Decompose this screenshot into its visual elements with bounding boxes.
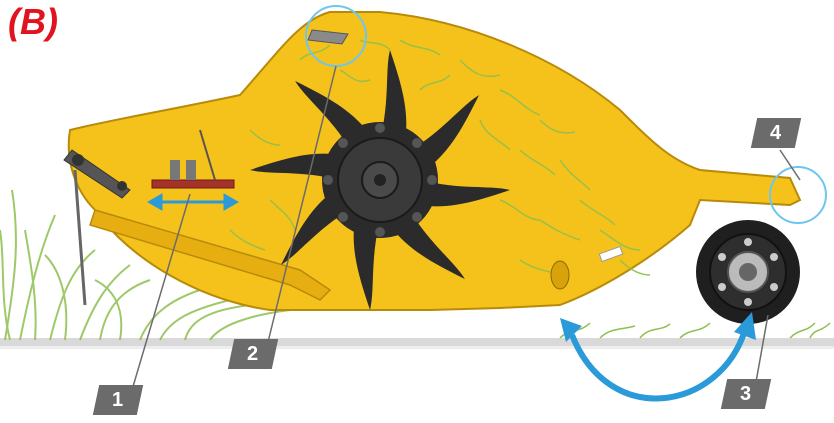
callout-4: 4 — [751, 118, 801, 148]
callout-1: 1 — [93, 385, 143, 415]
adjust-block-1 — [170, 160, 180, 180]
side-slot — [551, 261, 569, 289]
bracket-pivot — [72, 154, 84, 166]
callout-1-text: 1 — [112, 385, 123, 415]
callout-3: 3 — [721, 379, 771, 409]
rear-roller — [696, 220, 800, 324]
callout-4-text: 4 — [770, 118, 781, 148]
callout-3-text: 3 — [740, 379, 751, 409]
adjust-block-2 — [186, 160, 196, 180]
grass-right — [560, 323, 830, 338]
adjustment-bar — [152, 180, 234, 188]
bracket-pivot-2 — [117, 181, 127, 191]
panel-label: (B) — [8, 2, 58, 42]
ground-line — [0, 338, 834, 346]
leader-4 — [780, 150, 800, 180]
callout-2-text: 2 — [247, 339, 258, 369]
callout-2: 2 — [228, 339, 278, 369]
ground-shadow — [0, 346, 834, 349]
